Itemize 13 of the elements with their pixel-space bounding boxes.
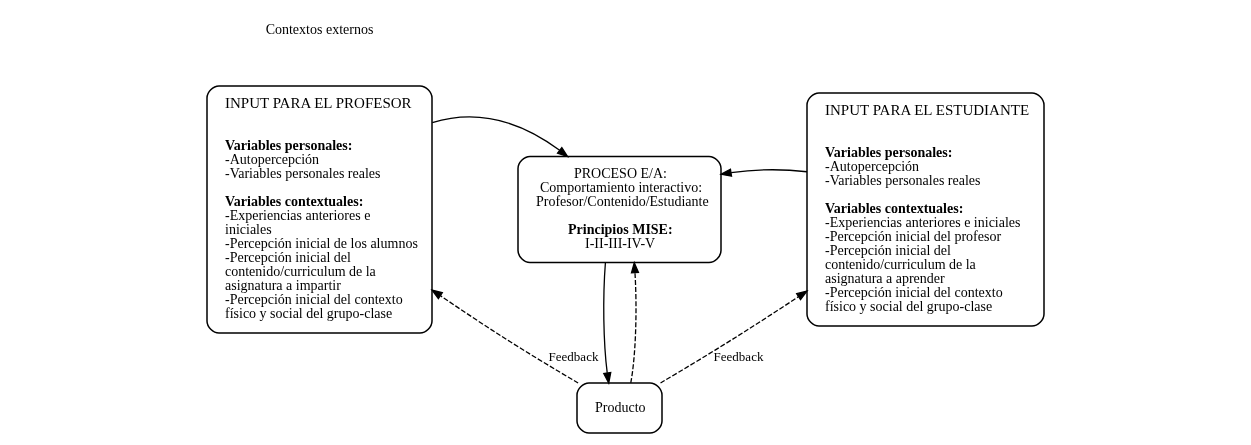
label: Contextos externos <box>265 22 374 38</box>
node-box: PROCESO E/A: Comportamiento interactivo: Profesor/Contenido/Estudiante Principios MISE: I-II-III-IV-V <box>517 155 722 264</box>
node-box: Producto <box>576 382 663 434</box>
edge-label: Feedback <box>713 349 764 365</box>
arrow <box>431 116 570 158</box>
arrow <box>719 168 808 177</box>
edge-label: Feedback <box>548 349 599 365</box>
arrow <box>430 288 579 384</box>
arrow <box>602 262 612 385</box>
arrow <box>659 290 809 384</box>
node-box: INPUT PARA EL ESTUDIANTE Variables personales: -Autopercepción -Variables personales reales Variables contextuales: -Experiencias anteriores e iniciales -Percepción inicial del profesor -Percepción inicial del contenido/curriculum de la asignatura a aprender -Percepción inicial del contexto físico y social del grupo-clase <box>806 92 1045 327</box>
node-box: INPUT PARA EL PROFESOR Variables personales: -Autopercepción -Variables personales reales Variables contextuales: -Experiencias anteriores e iniciales -Percepción inicial de los alumnos -Percepción inicial del contenido/curriculum de la asignatura a impartir -Percepción inicial del contexto físico y social del grupo-clase <box>206 85 433 334</box>
arrow <box>630 260 640 384</box>
